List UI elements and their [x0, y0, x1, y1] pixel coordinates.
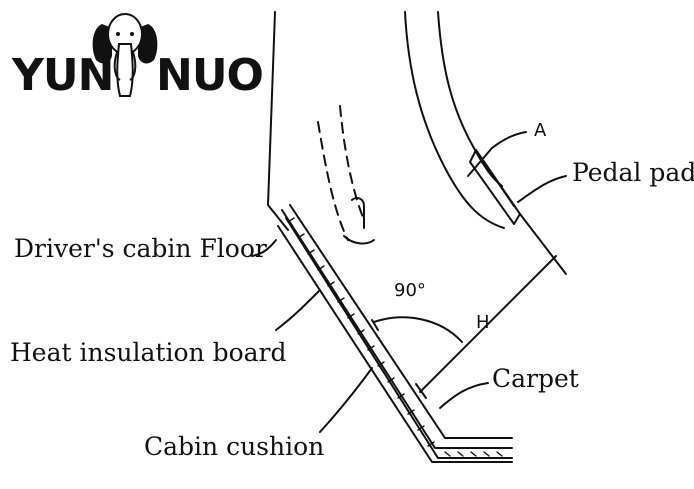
label-heat-insulation-board: Heat insulation board	[10, 338, 287, 367]
heat-board-leader	[275, 289, 321, 331]
label-carpet: Carpet	[492, 364, 579, 393]
logo-text-right: NUO	[156, 50, 264, 101]
pedal-pad-leader	[517, 175, 567, 203]
carpet-leader	[439, 382, 489, 409]
floor-leader	[251, 239, 277, 257]
floor-layer-mid	[285, 217, 513, 459]
brand-logo: YUN NUO	[8, 8, 264, 104]
pedal-arm-right	[437, 11, 503, 187]
hidden-line-1	[317, 121, 349, 241]
label-cabin-cushion: Cabin cushion	[144, 432, 325, 461]
label-pedal-pad: Pedal pad	[572, 158, 694, 187]
pedal-pad-inner	[483, 161, 515, 207]
hidden-loop	[351, 197, 365, 229]
label-cabin-floor: Driver's cabin Floor	[14, 234, 267, 263]
dimension-h-tick-top	[519, 213, 567, 275]
hidden-line-2	[339, 105, 365, 221]
floor-layer-outer	[281, 209, 513, 449]
pedal-arm-left	[404, 11, 505, 229]
dimension-h-tick-bottom	[415, 383, 427, 399]
floor-layer-inner	[289, 204, 513, 439]
dimension-h-line	[419, 255, 557, 393]
cabin-wall-outline	[267, 11, 289, 231]
label-angle: 90°	[394, 280, 426, 301]
right-angle-mark	[371, 319, 379, 331]
insulation-texture	[287, 217, 503, 457]
dimension-a-leader	[491, 131, 527, 149]
dimension-a-line	[467, 147, 493, 177]
floor-layer-bottom	[277, 225, 513, 463]
cushion-leader	[319, 367, 373, 433]
label-a: A	[534, 120, 547, 141]
elephant-icon	[92, 13, 158, 97]
hidden-hook	[343, 235, 375, 245]
right-angle-arc	[373, 316, 463, 343]
label-h: H	[476, 312, 490, 333]
